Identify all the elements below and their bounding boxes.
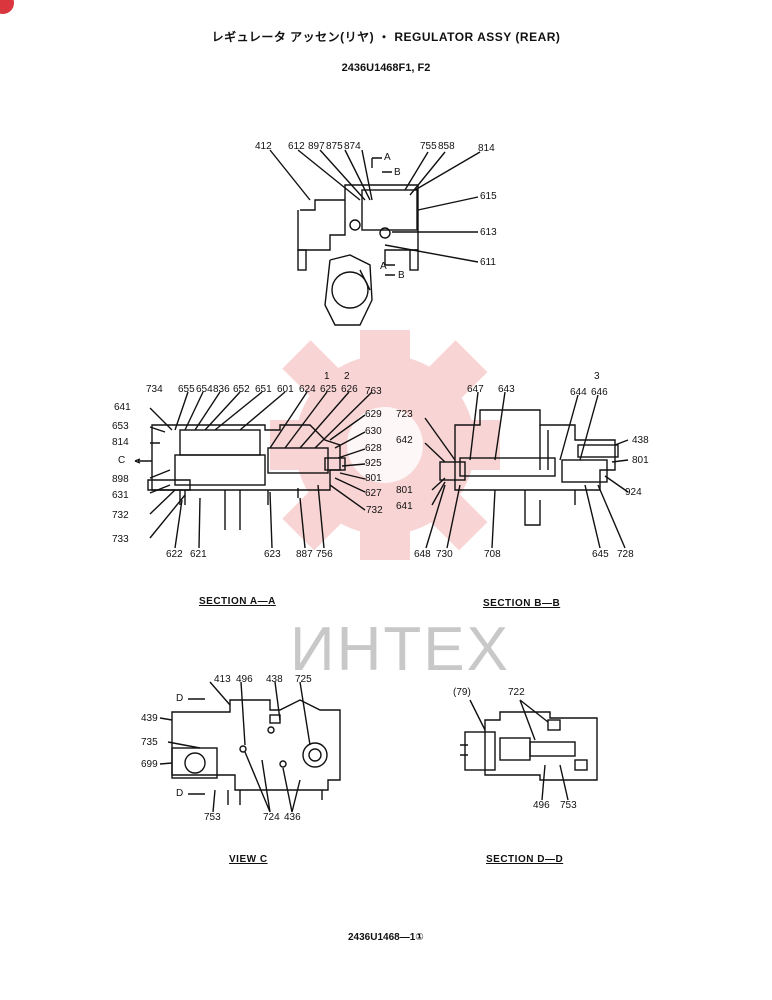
section-mark: D [176,788,184,799]
part-label: 439 [141,713,158,724]
part-label: 814 [478,143,495,154]
part-label: 708 [484,549,501,560]
part-label: 724 [263,812,280,823]
part-label: 699 [141,759,158,770]
watermark-text: ИНТЕХ [290,615,510,684]
part-label: 2 [344,371,350,382]
part-label: 643 [498,384,515,395]
part-label: 723 [396,409,413,420]
view-c-caption: VIEW C [229,854,268,865]
part-label: (79) [453,687,471,698]
part-label: 728 [617,549,634,560]
part-label: 730 [436,549,453,560]
model-number: 2436U1468F1, F2 [341,62,431,74]
part-label: 644 [570,387,587,398]
section-mark: C [118,455,126,466]
part-label: 438 [266,674,283,685]
part-label: 653 [112,421,129,432]
part-label: 735 [141,737,158,748]
part-label: 897 [308,141,325,152]
section-aa-caption: SECTION A—A [199,596,276,607]
part-label: 755 [420,141,437,152]
part-label: 496 [533,800,550,811]
part-label: 413 [214,674,231,685]
part-label: 648 [414,549,431,560]
part-label: 626 [341,384,358,395]
part-label: 412 [255,141,272,152]
part-label: 3 [594,371,600,382]
section-dd-caption: SECTION D—D [486,854,564,865]
part-label: 753 [204,812,221,823]
part-label: 722 [508,687,525,698]
part-label: 733 [112,534,129,545]
part-label: 898 [112,474,129,485]
part-label: 801 [396,485,413,496]
part-label: 874 [344,141,361,152]
part-label: 631 [112,490,129,501]
drawing-number: 2436U1468—1① [348,932,424,943]
part-label: 436 [284,812,301,823]
part-label: 612 [288,141,305,152]
section-mark: A [380,261,387,272]
corner-badge [0,0,14,14]
page-title: レギュレータ アッセン(リヤ) ・ REGULATOR ASSY (REAR) [211,30,561,44]
part-label: 801 [632,455,649,466]
section-bb-caption: SECTION B—B [483,598,561,609]
part-label: 611 [480,257,496,268]
part-label: 624 [299,384,316,395]
part-label: 496 [236,674,253,685]
part-label: 438 [632,435,649,446]
part-label: 763 [365,386,382,397]
part-label: 641 [114,402,131,413]
part-label: 601 [277,384,294,395]
part-label: 613 [480,227,497,238]
part-label: 622 [166,549,183,560]
part-label: 645 [592,549,609,560]
part-label: 621 [190,549,207,560]
part-label: 641 [396,501,413,512]
part-label: 652 [233,384,250,395]
part-label: 756 [316,549,333,560]
part-label: 647 [467,384,484,395]
part-label: 732 [112,510,129,521]
part-label: 625 [320,384,337,395]
part-label: 887 [296,549,313,560]
part-label: 623 [264,549,281,560]
part-label: 814 [112,437,129,448]
part-label: 924 [625,487,642,498]
section-mark: A [384,152,391,163]
section-mark: B [398,270,405,281]
part-label: 732 [366,505,383,516]
part-label: 836 [213,384,230,395]
part-label: 629 [365,409,382,420]
part-label: 651 [255,384,272,395]
part-label: 725 [295,674,312,685]
part-label: 655 [178,384,195,395]
part-label: 734 [146,384,163,395]
part-label: 801 [365,473,382,484]
part-label: 654 [196,384,213,395]
part-label: 753 [560,800,577,811]
section-mark: D [176,693,184,704]
part-label: 646 [591,387,608,398]
part-label: 628 [365,443,382,454]
part-label: 627 [365,488,382,499]
part-label: 630 [365,426,382,437]
part-label: 615 [480,191,497,202]
part-label: 1 [324,371,330,382]
section-mark: B [394,167,401,178]
part-label: 642 [396,435,413,446]
part-label: 875 [326,141,343,152]
part-label: 858 [438,141,455,152]
part-label: 925 [365,458,382,469]
